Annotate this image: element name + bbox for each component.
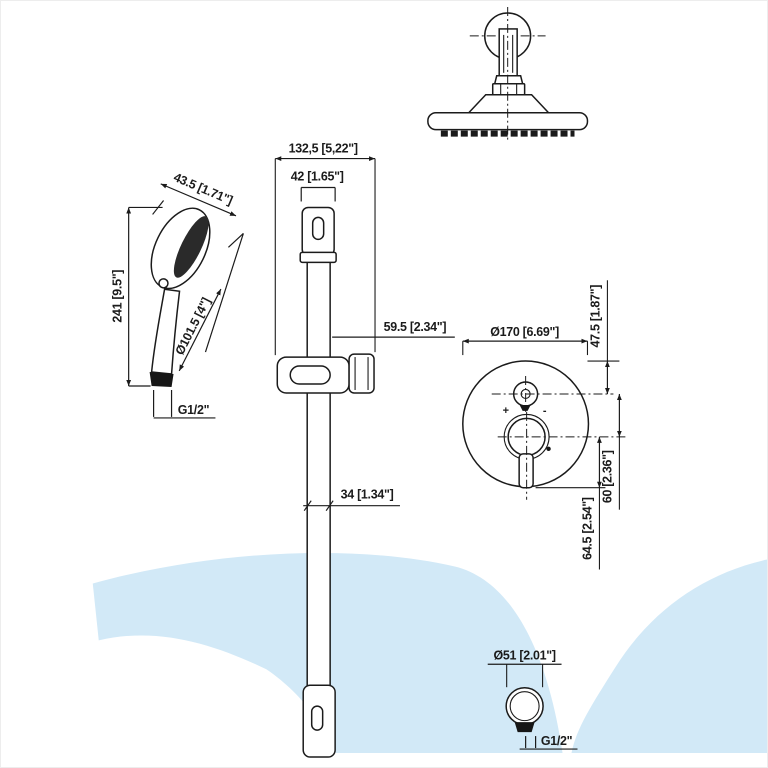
slide-bar-diameter-dimension: 34 [1.34"] — [341, 488, 394, 502]
slide-bar-drawing: 132,5 [5,22"] 42 [1.65"] 59.5 [2.34"] — [274, 142, 455, 758]
wall-outlet-drawing: Ø51 [2.01"] G1/2" — [487, 648, 578, 750]
slide-bar-bracket-width-dimension: 42 [1.65"] — [291, 170, 344, 184]
slide-bar-rail — [307, 261, 331, 687]
mixer-valve-drawing: Ø170 [6.69"] + - 47.5 [1.87"] — [462, 280, 626, 570]
wall-outlet-ring — [505, 686, 544, 726]
hand-shower-drawing: 241 [9.5"] 43.5 [1.71"] Ø101.5 [4"] G1/2… — [111, 170, 244, 419]
wall-outlet-thread-label: G1/2" — [541, 734, 573, 748]
overhead-shower-drawing — [427, 6, 589, 141]
slide-bar-bottom-bracket — [302, 684, 336, 758]
hand-shower-thread-label: G1/2" — [178, 403, 210, 417]
slide-bar-overall-width-dimension: 132,5 [5,22"] — [289, 142, 358, 156]
mixer-valve-top-offset-dimension: 47.5 [1.87"] — [588, 285, 602, 348]
mixer-valve-lever-length-dimension: 64.5 [2.54"] — [580, 497, 594, 560]
mixer-valve-minus-mark: - — [543, 405, 547, 417]
mixer-valve-spacing-dimension: 60 [2.36"] — [600, 450, 614, 503]
mixer-valve-plate-diameter-dimension: Ø170 [6.69"] — [490, 325, 559, 339]
hand-shower-height-dimension: 241 [9.5"] — [111, 270, 125, 323]
mixer-valve-spout-icon — [519, 404, 531, 411]
mixer-valve-plus-mark: + — [503, 405, 509, 417]
wave-right-swoosh — [571, 559, 767, 754]
overhead-shower-cone — [467, 94, 551, 114]
slide-bar-wall-offset-dimension: 59.5 [2.34"] — [384, 320, 447, 334]
wall-outlet-diameter-dimension: Ø51 [2.01"] — [494, 648, 556, 662]
wave-decoration — [92, 552, 767, 754]
wall-outlet-connector — [514, 722, 535, 733]
slide-bar-top-bracket — [299, 206, 337, 264]
hand-shower-handle — [150, 288, 181, 375]
hand-shower-inlet-tip — [149, 372, 174, 387]
hand-shower-head — [150, 207, 211, 290]
slide-bar-slider-bracket — [276, 353, 375, 394]
